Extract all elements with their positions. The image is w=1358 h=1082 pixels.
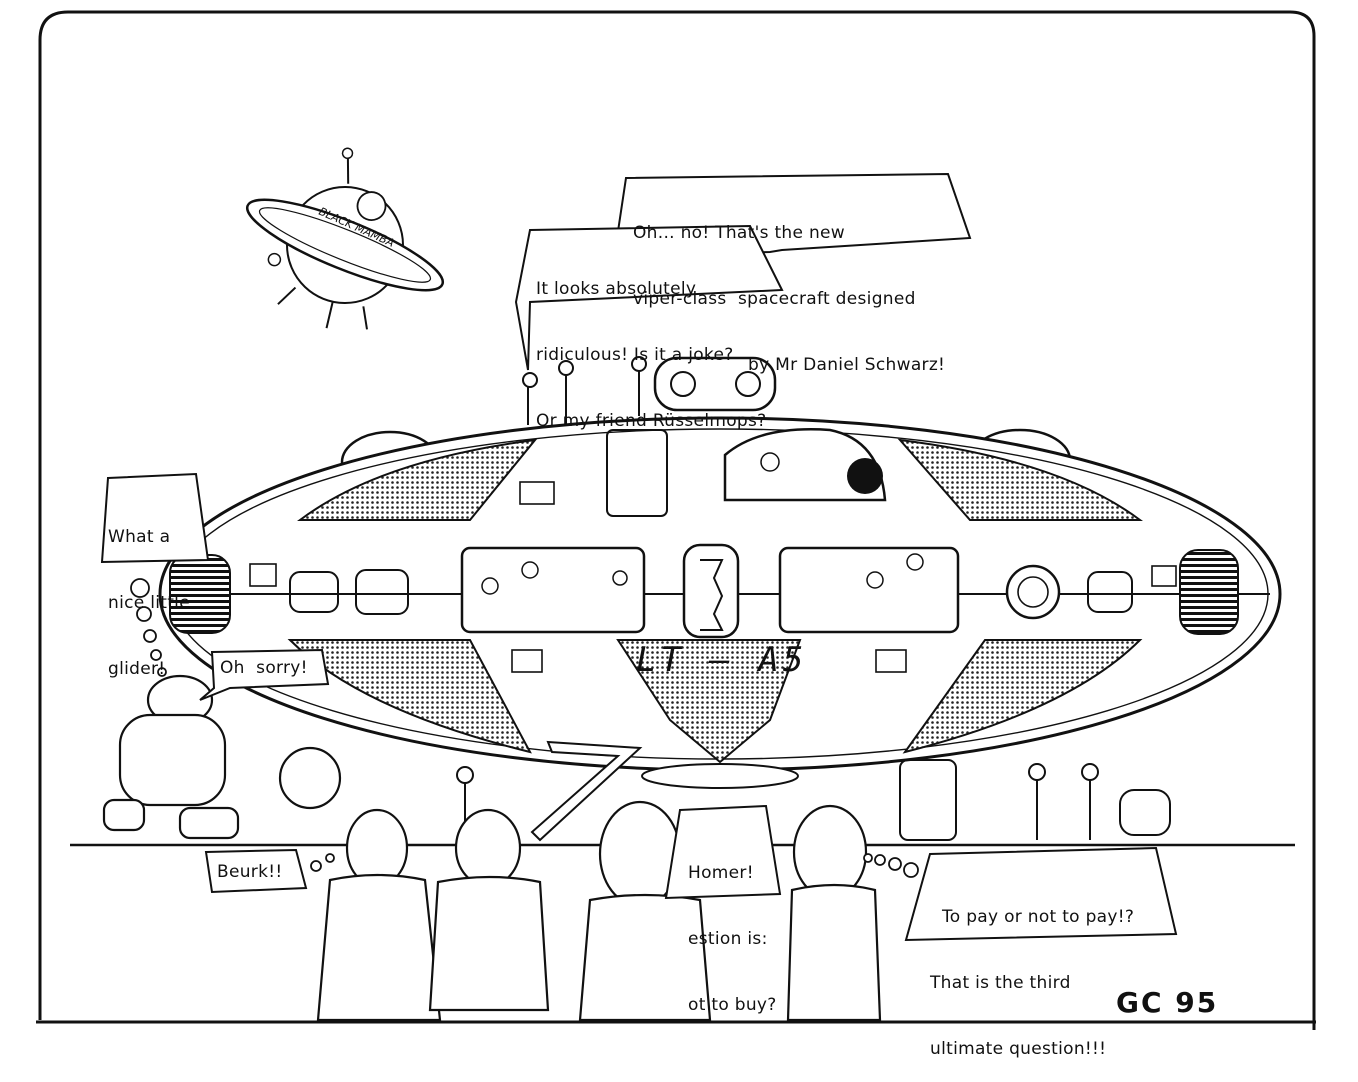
bubble-beurk-outline	[204, 848, 308, 894]
bubble-line: ridiculous! Is it a joke?	[536, 345, 734, 365]
bubble-homer-outline	[664, 804, 782, 900]
hull-panel-center	[616, 639, 802, 764]
thought-dots-glider	[130, 578, 167, 677]
bubble-line: Oh... no! That's the new	[633, 223, 845, 243]
hull-panel-bottom-right	[902, 639, 1143, 754]
speech-bubble-homer: Homer! estion is: ot to buy?	[688, 818, 777, 1038]
speech-bubble-joke: It looks absolutely ridiculous! Is it a …	[536, 234, 766, 454]
bubble-joke-outline	[514, 224, 784, 371]
speech-bubble-daniel: Oh... no! That's the new viper-class spa…	[633, 178, 945, 398]
hull-registration-label: LT – A5	[636, 640, 808, 680]
window-lounge	[778, 546, 960, 634]
bubble-line: Or my friend Rüsselmops?	[536, 411, 767, 431]
hull-panel-top-left	[296, 438, 538, 521]
background-figures	[456, 759, 1171, 841]
center-grille	[682, 543, 740, 639]
thought-bubble-beurk: Beurk!!	[217, 862, 283, 882]
comic-panel: BLACK MAMBA	[36, 10, 1316, 1030]
thought-bubble-pay: To pay or not to pay!? That is the third…	[930, 862, 1134, 1082]
hull-emblem	[1005, 564, 1061, 620]
bubble-line: What a	[108, 527, 171, 547]
bubble-line: That is the third	[930, 973, 1071, 993]
top-turret	[653, 356, 777, 412]
viper-spacecraft	[158, 356, 1282, 842]
figures-on-hull	[522, 356, 647, 425]
bubble-line: To pay or not to pay!?	[942, 907, 1135, 927]
bubble-line: viper-class spacecraft designed	[633, 289, 916, 309]
bubble-line: glider!	[108, 659, 166, 679]
artist-signature: GC 95	[1116, 986, 1219, 1019]
bubble-pay-outline	[904, 846, 1178, 942]
bubble-line: nice little	[108, 593, 190, 613]
thought-dots-pay	[863, 853, 919, 878]
bubble-line: It looks absolutely	[536, 279, 697, 299]
window-crew	[460, 546, 646, 634]
hull-panel-top-right	[897, 438, 1144, 521]
speech-bubble-sorry: Oh sorry!	[220, 658, 308, 678]
thought-dots-beurk	[310, 853, 335, 872]
bubble-glider-outline	[100, 472, 210, 564]
foreground-people	[316, 800, 882, 1022]
bubble-line: Homer!	[688, 863, 754, 883]
panel-border	[38, 10, 1316, 1030]
thought-bubble-glider: What a nice little glider!	[108, 482, 190, 702]
robot-scene	[102, 674, 342, 840]
bubble-sorry-outline	[199, 648, 330, 701]
bubble-line: estion is:	[688, 929, 768, 949]
boarding-ramp	[530, 740, 643, 842]
bubble-line: by Mr Daniel Schwarz!	[748, 355, 946, 375]
grille-right	[1179, 549, 1239, 635]
bubble-line: ultimate question!!!	[930, 1039, 1107, 1059]
black-mamba-saucer	[245, 147, 445, 330]
bubble-line: ot to buy?	[688, 995, 777, 1015]
